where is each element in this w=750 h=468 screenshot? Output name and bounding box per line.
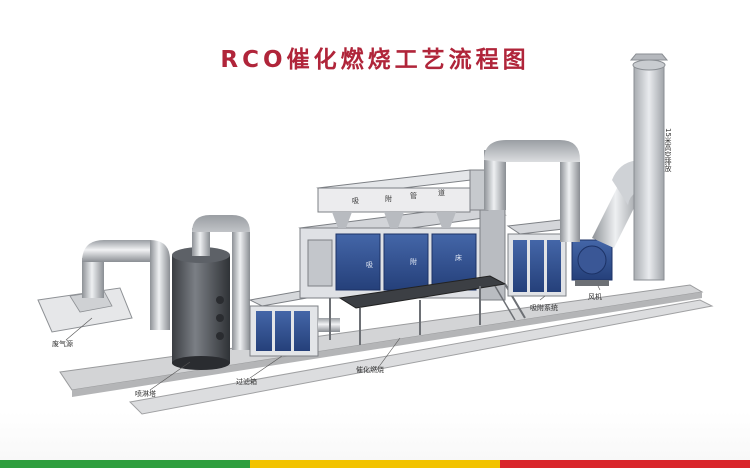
label-exhaust-inlet: 废气源 (52, 339, 73, 348)
inlet-duct (82, 240, 170, 330)
adsorption-pipe-boxes (316, 169, 490, 228)
spray-tower (172, 247, 230, 370)
bed-panel-labels: 吸 附 床 (366, 253, 462, 269)
catalytic-platform (329, 275, 526, 345)
page-title: RCO催化燃烧工艺流程图 (220, 47, 530, 73)
label-fan: 风机 (588, 292, 602, 301)
label-spray-tower: 喷淋塔 (135, 389, 156, 398)
label-stack: 15米高空排放 (664, 128, 672, 173)
pipe-box-char-2: 附 (385, 194, 392, 203)
label-catalytic-combustion: 催化燃烧 (356, 365, 384, 374)
bottom-color-stripe (0, 460, 750, 468)
pipe-box-labels: 吸 附 管 道 (352, 188, 445, 205)
label-adsorption-system: 吸附系统 (530, 303, 558, 312)
adsorption-system-cabinet (506, 219, 574, 297)
exhaust-stack (629, 53, 669, 281)
overhead-exhaust-duct (484, 140, 580, 242)
fan-unit (571, 239, 613, 286)
pipe-box-char-3: 管 (410, 191, 417, 200)
bed-panel-char-3: 床 (455, 253, 462, 262)
spray-to-filter-duct (192, 215, 250, 350)
pipe-box-char-1: 吸 (352, 197, 359, 205)
pipe-box-char-4: 道 (438, 188, 445, 197)
filter-box (248, 289, 320, 357)
leader-lines (65, 285, 601, 391)
bed-panel-char-1: 吸 (366, 261, 373, 269)
bed-panel-char-2: 附 (410, 257, 417, 266)
label-filter-box: 过滤箱 (236, 377, 257, 386)
